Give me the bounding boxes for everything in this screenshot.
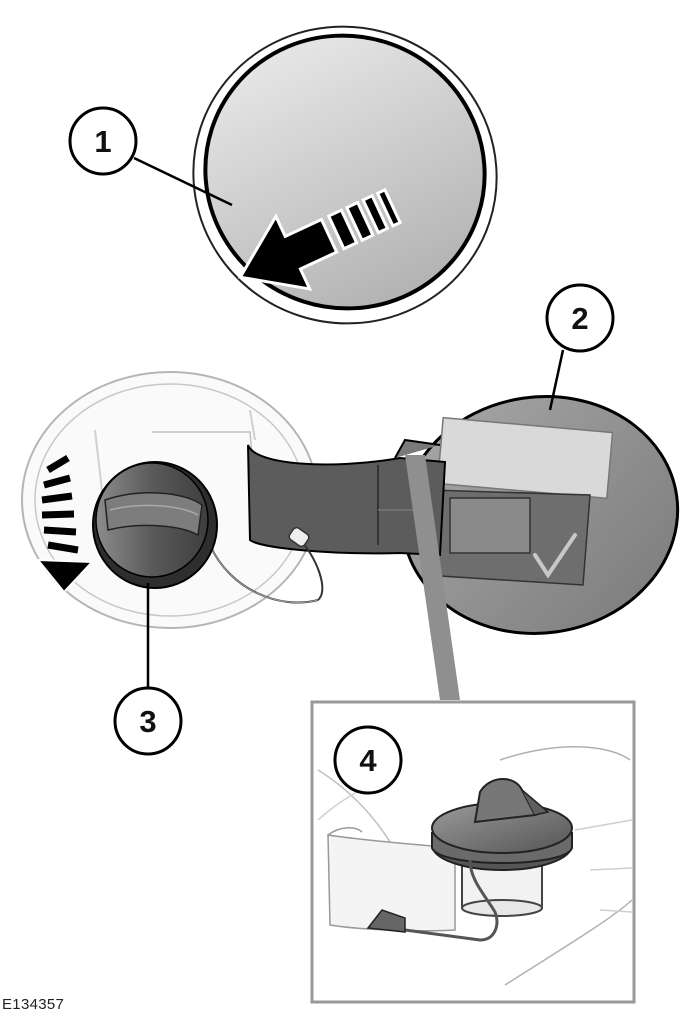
fuel-cap [92,461,218,589]
callout-3-label: 3 [139,704,156,739]
callout-2: 2 [545,283,615,411]
fuel-flap-closed [192,25,498,325]
callout-1: 1 [68,106,233,207]
cap-tether-detail [317,746,633,986]
callout-4: 4 [333,725,403,795]
callout-3: 3 [113,583,183,756]
figure-reference-code: E134357 [2,996,65,1013]
callout-4-label: 4 [359,743,377,778]
detail-leader [405,455,460,700]
rotate-arrow-icon [35,454,95,594]
callout-2-label: 2 [571,301,588,336]
push-arrow-icon [237,187,403,291]
callout-1-label: 1 [94,124,111,159]
fuel-flap-open [400,395,680,635]
